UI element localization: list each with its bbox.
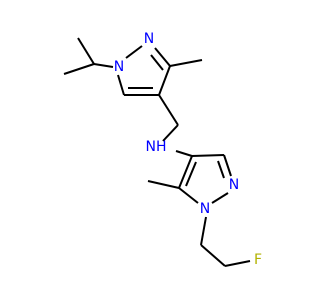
atom-label-nh: NH <box>146 139 167 155</box>
bond-upper-c3-methyl <box>169 59 203 67</box>
bond-lower-c3-n2-inner <box>217 160 225 179</box>
bond-c4-ch2 <box>158 94 179 126</box>
bond-lower-c4-c3 <box>191 154 225 157</box>
bond-ch2-ch2 <box>200 244 226 267</box>
bonds <box>63 37 251 267</box>
bond-lower-c3-n2 <box>223 154 232 177</box>
bond-isopropyl-ch-methyl-top <box>77 37 95 65</box>
bond-nh-lower-c4 <box>175 150 193 157</box>
atom-label-n-lower-1: N <box>200 201 210 217</box>
bond-isopropyl-ch-n1 <box>93 63 114 68</box>
bond-upper-n1-n2 <box>125 45 143 59</box>
bond-ch2-nh <box>162 124 179 142</box>
atom-label-n-upper-1: N <box>114 59 124 75</box>
bond-upper-c5-n1 <box>117 74 125 96</box>
bond-ch2-f <box>224 260 251 267</box>
bond-lower-c5-c4 <box>178 155 193 189</box>
bond-isopropyl-ch-methyl-left <box>63 63 95 75</box>
bond-upper-c3-c4 <box>158 65 171 96</box>
atom-label-n-lower-2: N <box>229 177 239 193</box>
molecule-structure: N N NH N N F <box>63 31 262 268</box>
bond-lower-n1-c5 <box>178 187 199 204</box>
bond-upper-n2-c3 <box>154 47 171 67</box>
atom-label-fluorine: F <box>254 252 262 268</box>
atom-label-n-upper-2: N <box>144 31 154 47</box>
bond-lower-c5-methyl <box>147 180 180 189</box>
bond-lower-c5-c4-inner <box>185 161 197 187</box>
bond-lower-n2-n1 <box>211 192 229 204</box>
atom-labels: N N NH N N F <box>114 31 262 268</box>
bond-lower-n1-ch2 <box>200 216 207 246</box>
bond-upper-n2-c3-inner <box>150 54 164 71</box>
